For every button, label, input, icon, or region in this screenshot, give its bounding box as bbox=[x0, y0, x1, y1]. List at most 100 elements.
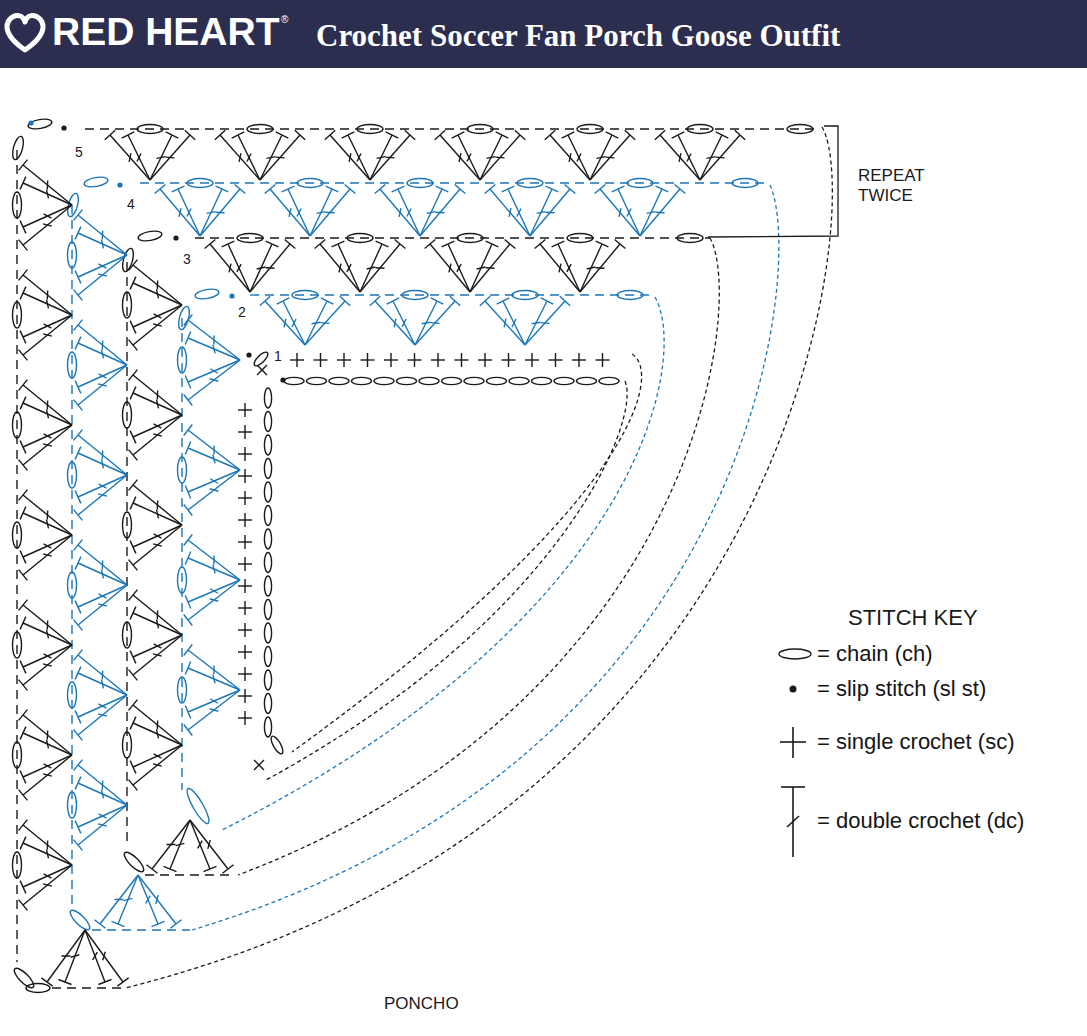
stitch-line bbox=[129, 670, 138, 681]
slip-stitch bbox=[229, 293, 234, 298]
double-crochet bbox=[480, 296, 525, 345]
double-crochet bbox=[74, 430, 127, 475]
stitch-line bbox=[407, 209, 411, 217]
stitch-line bbox=[185, 442, 190, 455]
stitch-line bbox=[515, 130, 525, 139]
chain-stitch bbox=[264, 670, 271, 690]
stitch-line bbox=[146, 865, 157, 874]
stitch-line bbox=[20, 221, 26, 234]
chain-stitch bbox=[13, 632, 22, 658]
stitch-line bbox=[185, 130, 195, 139]
stitch-line bbox=[99, 374, 107, 378]
stitch-line bbox=[137, 153, 141, 161]
stitch-line bbox=[47, 841, 49, 850]
double-crochet bbox=[130, 277, 182, 305]
stitch-line bbox=[321, 298, 334, 304]
stitch-line bbox=[102, 680, 104, 689]
single-crochet bbox=[596, 353, 610, 367]
stitch-line bbox=[115, 899, 124, 901]
stitch-line bbox=[129, 450, 138, 461]
stitch-line bbox=[237, 264, 241, 272]
single-crochet bbox=[238, 469, 252, 483]
stitch-line bbox=[266, 267, 275, 269]
stitch-line bbox=[596, 267, 605, 269]
stitch-line bbox=[232, 132, 245, 138]
single-crochet bbox=[572, 353, 586, 367]
stitch-line bbox=[277, 298, 290, 304]
callout-number: 1 bbox=[274, 349, 282, 363]
chain-stitch bbox=[68, 682, 77, 708]
double-crochet bbox=[215, 130, 260, 180]
slip-stitch-symbol bbox=[790, 686, 797, 693]
stitch-line bbox=[244, 447, 245, 461]
stitch-line bbox=[133, 525, 182, 547]
stitch-line bbox=[531, 353, 532, 367]
stitch-line bbox=[220, 135, 260, 180]
stitch-line bbox=[157, 510, 159, 519]
stitch-line bbox=[43, 444, 52, 446]
chain-stitch bbox=[264, 600, 271, 620]
stitch-line bbox=[102, 460, 104, 469]
stitch-line bbox=[75, 227, 81, 240]
stitch-line bbox=[185, 596, 190, 609]
stitch-line bbox=[452, 132, 465, 138]
stitch-line bbox=[23, 605, 72, 645]
stitch-line bbox=[213, 446, 215, 455]
chain-stitch bbox=[178, 677, 187, 703]
stitch-line bbox=[75, 821, 81, 834]
stitch-line bbox=[660, 135, 700, 180]
double-crochet bbox=[75, 337, 127, 365]
double-crochet bbox=[74, 805, 127, 850]
stitch-line bbox=[567, 264, 571, 272]
single-crochet bbox=[238, 623, 252, 637]
double-crochet bbox=[655, 130, 700, 180]
single-crochet bbox=[238, 557, 252, 571]
single-crochet bbox=[455, 353, 469, 367]
stitch-line bbox=[43, 224, 52, 226]
double-crochet bbox=[19, 160, 72, 205]
stitch-line bbox=[537, 212, 546, 214]
double-crochet bbox=[19, 710, 72, 755]
stitch-line bbox=[157, 620, 159, 629]
stitch-line bbox=[62, 955, 71, 957]
double-crochet bbox=[200, 186, 228, 236]
chain-stitch bbox=[457, 234, 483, 243]
chain-stitch bbox=[137, 229, 162, 242]
stitch-line bbox=[75, 337, 81, 350]
double-crochet bbox=[129, 415, 182, 460]
double-crochet bbox=[20, 397, 72, 425]
chain-stitch bbox=[68, 792, 77, 818]
stitch-line bbox=[47, 300, 49, 309]
chain-stitch bbox=[577, 125, 603, 134]
stitch-line bbox=[436, 186, 449, 192]
double-crochet bbox=[452, 132, 480, 180]
stitch-line bbox=[615, 240, 626, 249]
single-crochet bbox=[314, 353, 328, 367]
stitch-line bbox=[326, 186, 339, 192]
stitch-line bbox=[260, 296, 270, 305]
double-crochet bbox=[20, 617, 72, 645]
stitch-line bbox=[431, 322, 440, 324]
stitch-line bbox=[167, 844, 176, 846]
stitch-line bbox=[129, 480, 138, 491]
stitch-line bbox=[288, 189, 310, 236]
chain-space bbox=[92, 929, 190, 930]
stitch-line bbox=[213, 666, 215, 675]
stitch-line bbox=[541, 298, 554, 304]
double-crochet bbox=[387, 298, 415, 345]
stitch-line bbox=[188, 668, 240, 690]
double-crochet bbox=[435, 130, 480, 180]
chain-stitch bbox=[264, 553, 271, 573]
stitch-line bbox=[20, 287, 26, 300]
chain-stitch bbox=[13, 852, 22, 878]
stitch-line bbox=[312, 322, 321, 324]
double-crochet bbox=[185, 470, 240, 498]
chain-stitch bbox=[123, 402, 132, 428]
stitch-line bbox=[23, 645, 72, 685]
double-crochet bbox=[222, 241, 250, 292]
stitch-line bbox=[296, 353, 297, 367]
double-crochet bbox=[19, 755, 72, 800]
chain-stitch bbox=[347, 234, 373, 243]
stitch-line bbox=[326, 212, 335, 214]
legend-text: = double crochet (dc) bbox=[817, 810, 1024, 832]
